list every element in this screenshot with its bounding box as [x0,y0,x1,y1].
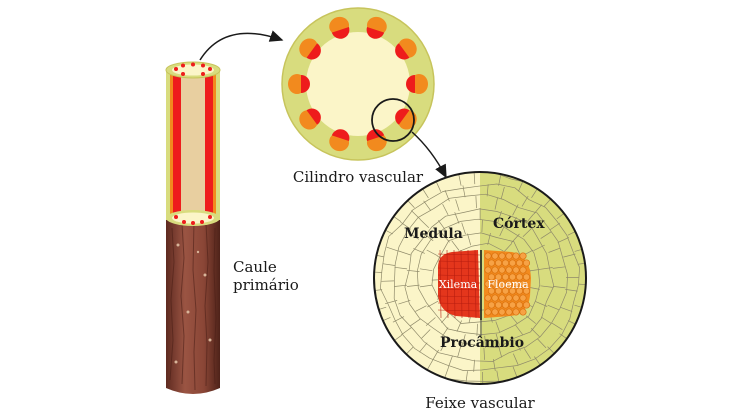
arrow-cylinder-to-bundle [411,131,447,179]
primary-stem [165,61,221,394]
cylinder-bundle [395,38,417,60]
cylinder-bundle [395,108,417,130]
cortex-label: Córtex [493,216,545,232]
cylinder-bundle [329,129,350,152]
procambium-label: Procâmbio [440,335,524,351]
medulla-label: Medula [404,226,463,242]
stem-bark [166,218,220,394]
stem-xylem-band-right [205,70,213,220]
phloem-cells [484,252,531,316]
stem-pith [181,70,205,220]
stem-xylem-band-left [173,70,181,220]
xylem-cells [437,249,481,319]
stem-label-line2: primário [233,276,299,294]
cylinder-bundle [329,16,350,39]
xylem-tissue [437,250,480,318]
stem-cut-bundles [174,215,212,225]
stem-top-bundles [174,62,212,76]
bark-lenticels [174,243,212,364]
phloem-label: Floema [487,278,529,291]
zoom-highlight-circle [371,98,415,142]
cylinder-bundle [288,74,310,94]
vascular-cylinder [281,7,435,161]
cylinder-bundle [299,38,321,60]
cylinder-bundle [299,108,321,130]
cylinder-bundle [406,74,428,94]
arrow-stem-to-cylinder [199,30,284,61]
vascular-bundle [373,171,587,385]
bundle-outline [373,171,587,385]
bark-texture [169,221,217,391]
cylinder-bundle-ring [288,16,428,152]
cylinder-medulla [306,32,410,136]
stem-label-line1: Caule [233,258,277,276]
xylem-label: Xilema [439,278,478,291]
bundle-label: Feixe vascular [425,394,535,412]
cylinder-label: Cilindro vascular [293,168,424,186]
cylinder-bundle [366,16,387,39]
